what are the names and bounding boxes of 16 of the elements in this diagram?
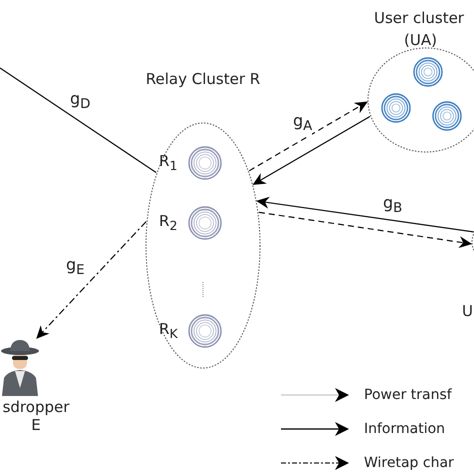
person-label: sdropper E — [2, 398, 70, 434]
legend-label: Wiretap char — [364, 454, 454, 472]
legend-label: Power transf — [364, 386, 452, 404]
relay-label: R$_{1}$ — [159, 152, 178, 175]
cluster-title: Relay Cluster R — [144, 70, 262, 88]
arrow — [36, 221, 146, 339]
arrow — [252, 116, 370, 185]
relay-label: R$_{2}$ — [159, 212, 178, 235]
arrow — [248, 102, 368, 172]
cluster-title: U — [462, 302, 473, 320]
arrow — [258, 212, 472, 248]
legend-label: Information — [364, 420, 446, 438]
relay-label: R$_{K}$ — [159, 320, 178, 343]
cluster-title: User cluster — [374, 9, 464, 27]
cluster-title: (UA) — [404, 31, 437, 49]
arrow — [256, 196, 474, 232]
